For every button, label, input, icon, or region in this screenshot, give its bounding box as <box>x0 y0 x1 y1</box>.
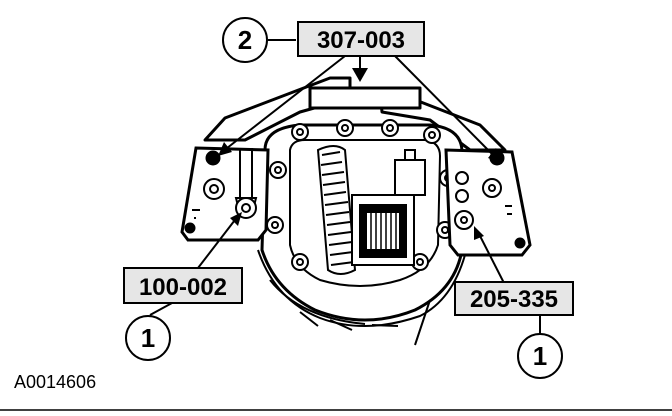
step-circle-left-text: 1 <box>141 323 155 353</box>
leader-lines <box>149 39 541 336</box>
tool-label-left: 100-002 <box>123 267 243 304</box>
step-circle-right-text: 1 <box>533 341 547 371</box>
right-adapter-plate <box>444 148 532 257</box>
figure-id: A0014606 <box>14 372 96 392</box>
ring-gear <box>316 145 357 275</box>
arrowheads <box>218 68 502 240</box>
left-adapter-plate <box>180 146 270 242</box>
step-circle-top-text: 2 <box>238 25 252 55</box>
differential-case <box>351 149 426 266</box>
tool-label-left-text: 100-002 <box>139 274 227 301</box>
tool-label-top-text: 307-003 <box>317 27 405 54</box>
tool-label-top: 307-003 <box>297 21 425 57</box>
step-circle-left: 1 <box>125 315 171 361</box>
step-circle-right: 1 <box>517 333 563 379</box>
step-circle-top: 2 <box>222 17 268 63</box>
cover-bolts <box>266 119 457 271</box>
tool-label-right: 205-335 <box>454 281 574 316</box>
tool-label-right-text: 205-335 <box>470 286 558 313</box>
